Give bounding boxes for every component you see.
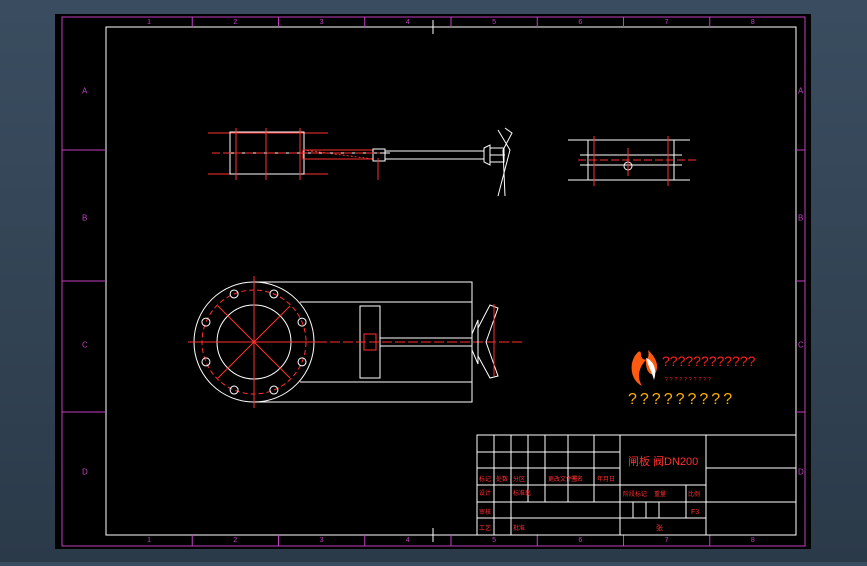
title-cell-text: 年月日 [597, 475, 615, 483]
side-view[interactable] [208, 127, 513, 197]
column-labels-bottom: 1 2 3 4 5 6 7 8 [147, 535, 755, 546]
column-label: 7 [665, 537, 669, 544]
column-label: 2 [233, 537, 237, 544]
plan-view[interactable] [188, 276, 525, 408]
column-label: 5 [492, 537, 496, 544]
flange-bolt-holes [201, 289, 307, 395]
flame-logo-icon [631, 350, 658, 386]
row-label: D [82, 468, 88, 477]
column-label: 3 [320, 19, 324, 26]
row-label: A [82, 87, 88, 96]
title-cell-text: 审核 [479, 508, 491, 516]
bolt-hole [201, 317, 211, 327]
bolt-hole [297, 357, 307, 367]
title-cell-text: 标准化 [513, 489, 531, 497]
small-mark: F3 [691, 509, 699, 516]
sheet-label: 张 [656, 523, 663, 532]
column-label: 3 [320, 537, 324, 544]
drawing-title: 闸板 阀DN200 [628, 454, 698, 468]
title-cell-text: 设计 [479, 489, 491, 497]
logo-text-line3: ????????? [628, 391, 735, 408]
column-labels-top: 1 2 3 4 5 6 7 8 [147, 17, 755, 27]
title-cell-text: 处数 [496, 475, 508, 483]
row-label: C [798, 341, 804, 350]
title-block-cells: 标记处数分区 更改文件号签名 年月日设计 标准化 阶段标记重量 比例审核工艺 批准 [479, 475, 700, 532]
column-label: 1 [147, 537, 151, 544]
zone-grid [62, 149, 805, 413]
column-label: 2 [233, 19, 237, 26]
title-cell-text: 签名 [571, 475, 583, 483]
column-label: 8 [751, 19, 755, 26]
row-label: D [798, 468, 804, 477]
column-label: 7 [665, 19, 669, 26]
end-view[interactable] [568, 136, 696, 186]
title-cell-text: 批准 [513, 524, 525, 532]
logo-text-line1: ???????????? [662, 353, 756, 369]
row-label: B [82, 214, 87, 223]
row-labels-right: A B C D [798, 87, 804, 477]
company-logo: ???????????? ?????????? ????????? [628, 350, 756, 408]
title-cell-text: 分区 [513, 475, 525, 483]
row-label: B [798, 214, 803, 223]
title-cell-text: 阶段标记 [623, 490, 647, 498]
title-cell-text: 重量 [654, 490, 666, 498]
bolt-hole [201, 357, 211, 367]
bolt-hole [229, 385, 239, 395]
bolt-hole [297, 317, 307, 327]
logo-text-line2: ?????????? [665, 377, 713, 383]
column-label: 5 [492, 19, 496, 26]
row-labels-left: A B C D [82, 87, 88, 477]
flame-logo-highlight-icon [646, 358, 656, 380]
bolt-hole [229, 289, 239, 299]
column-label: 8 [751, 537, 755, 544]
bolt-hole [269, 385, 279, 395]
row-label: C [82, 341, 88, 350]
column-label: 6 [578, 19, 582, 26]
title-block-grid [477, 435, 620, 535]
row-label: A [798, 87, 804, 96]
column-label: 1 [147, 19, 151, 26]
title-cell-text: 工艺 [479, 524, 491, 532]
column-label: 4 [406, 19, 410, 26]
column-label: 4 [406, 537, 410, 544]
bolt-hole [269, 289, 279, 299]
title-cell-text: 比例 [688, 490, 700, 498]
title-cell-text: 更改文件号 [548, 475, 578, 483]
title-cell-text: 标记 [479, 475, 491, 483]
column-label: 6 [578, 537, 582, 544]
